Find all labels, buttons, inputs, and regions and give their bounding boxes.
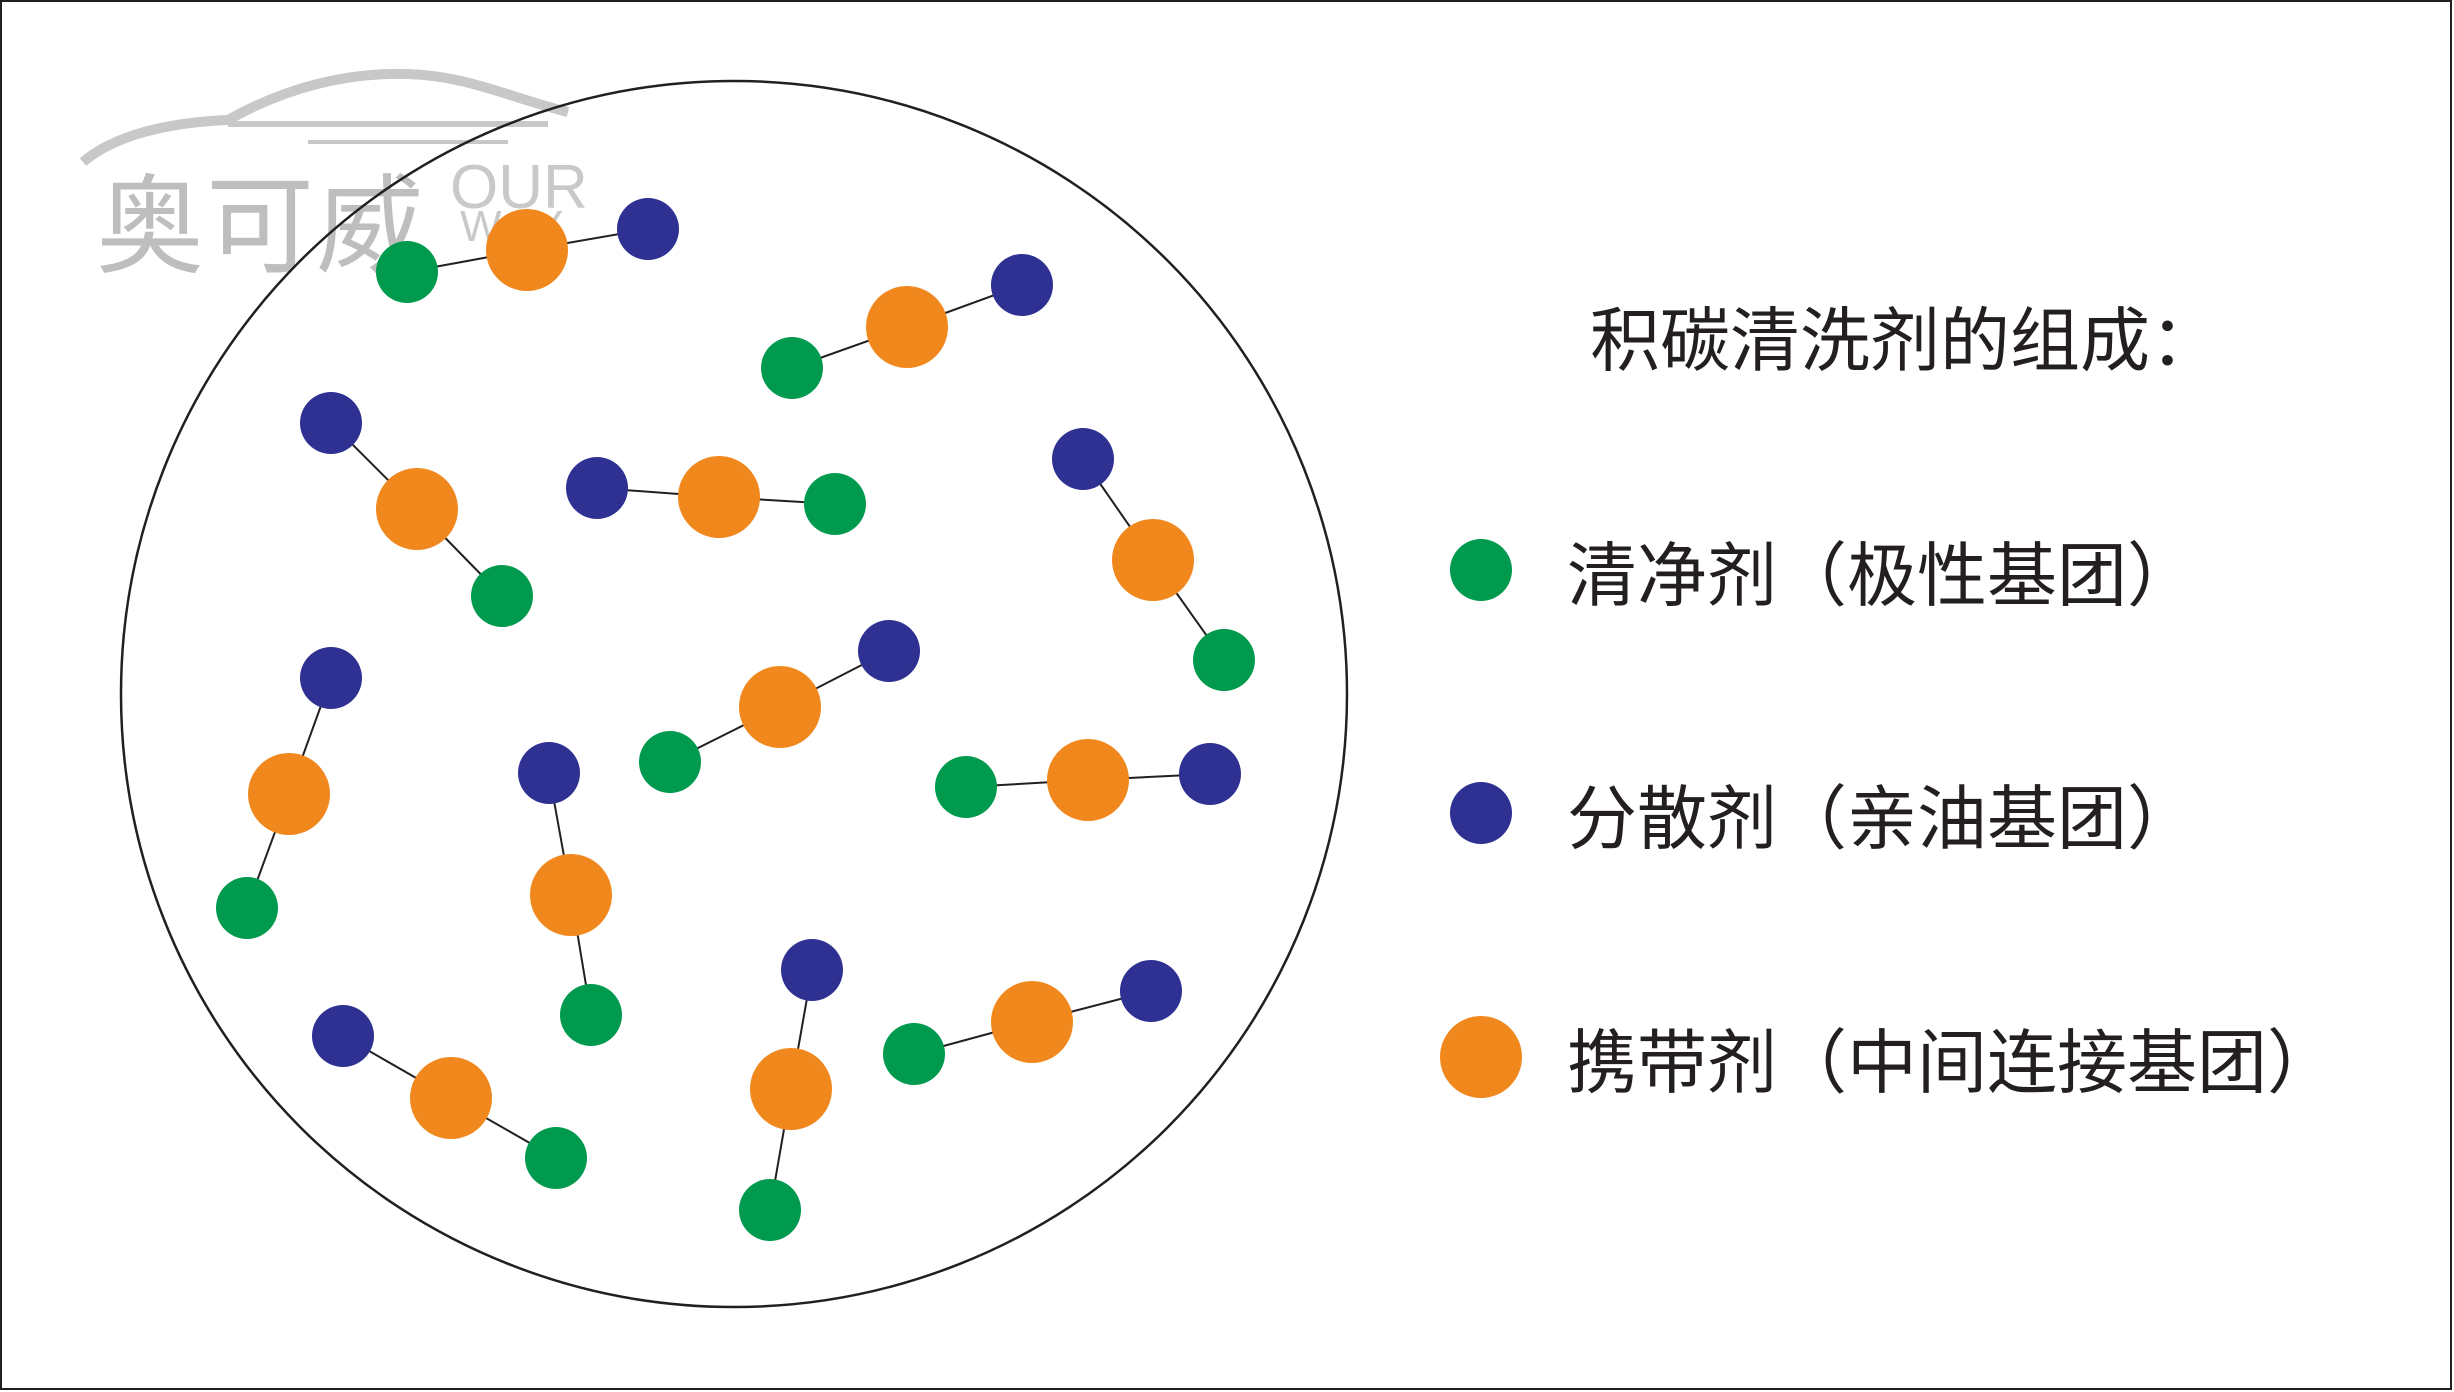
watermark-text: 奥可威 <box>96 165 427 290</box>
dispersant-atom <box>300 647 362 709</box>
dispersant-atom <box>1120 960 1182 1022</box>
dispersant-atom <box>991 254 1053 316</box>
legend-dot-orange-icon <box>1440 1016 1522 1098</box>
carrier-atom <box>739 666 821 748</box>
legend-dot-blue-icon <box>1450 782 1512 844</box>
dispersant-atom <box>300 392 362 454</box>
carrier-atom <box>376 468 458 550</box>
dispersant-atom <box>312 1005 374 1067</box>
carrier-atom <box>1047 739 1129 821</box>
detergent-atom <box>761 337 823 399</box>
detergent-atom <box>376 241 438 303</box>
dispersant-atom <box>858 620 920 682</box>
watermark-logo: 奥可威 OUR WAY <box>78 62 598 290</box>
legend-item-dispersant: 分散剂（亲油基团） <box>1450 768 2197 860</box>
carrier-atom <box>410 1057 492 1139</box>
detergent-atom <box>804 473 866 535</box>
car-silhouette-icon <box>79 68 570 166</box>
detergent-atom <box>1193 629 1255 691</box>
carrier-atom <box>866 286 948 368</box>
dispersant-atom <box>518 742 580 804</box>
legend-label-carrier: 携带剂（中间连接基团） <box>1567 1021 2337 1104</box>
dispersant-atom <box>617 198 679 260</box>
legend-label-detergent: 清净剂（极性基团） <box>1567 534 2197 617</box>
carrier-atom <box>248 753 330 835</box>
dispersant-atom <box>566 457 628 519</box>
carrier-atom <box>530 854 612 936</box>
legend-item-carrier: 携带剂（中间连接基团） <box>1440 1012 2337 1104</box>
container-circle <box>119 79 1349 1309</box>
detergent-atom <box>560 984 622 1046</box>
legend-dot-green-icon <box>1450 539 1512 601</box>
dispersant-atom <box>781 939 843 1001</box>
detergent-atom <box>471 565 533 627</box>
dispersant-atom <box>1179 743 1241 805</box>
detergent-atom <box>883 1023 945 1085</box>
carrier-atom <box>991 981 1073 1063</box>
carrier-atom <box>486 209 568 291</box>
detergent-atom <box>639 731 701 793</box>
legend-item-detergent: 清净剂（极性基团） <box>1450 525 2197 617</box>
legend-label-dispersant: 分散剂（亲油基团） <box>1567 777 2197 860</box>
dispersant-atom <box>1052 428 1114 490</box>
carrier-atom <box>678 456 760 538</box>
detergent-atom <box>935 756 997 818</box>
detergent-atom <box>525 1127 587 1189</box>
molecule-group <box>216 198 1255 1241</box>
detergent-atom <box>216 877 278 939</box>
legend-title: 积碳清洗剂的组成： <box>1590 300 2220 382</box>
detergent-atom <box>739 1179 801 1241</box>
carrier-atom <box>750 1048 832 1130</box>
carrier-atom <box>1112 519 1194 601</box>
